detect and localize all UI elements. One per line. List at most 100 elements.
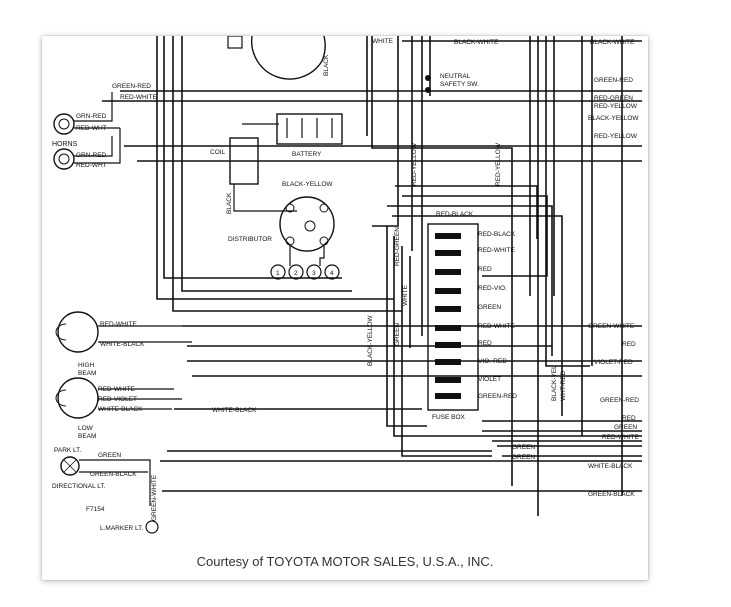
park-lamp <box>60 456 80 476</box>
distributor-terminal: 4 <box>330 270 334 277</box>
battery-area: BATTERY WHITE BLACK-WHITE BLACK <box>227 36 499 158</box>
svg-text:GREEN-RED: GREEN-RED <box>600 397 639 404</box>
fuse-wire-label: RED-WHITE <box>478 247 515 254</box>
distributor: DISTRIBUTOR 1 2 3 4 <box>228 196 340 280</box>
coil: COIL BLACK-YELLOW BLACK <box>210 137 333 214</box>
marker-lamp <box>145 520 159 534</box>
fuse-box-label: FUSE BOX <box>432 414 466 421</box>
svg-text:GREEN-RED: GREEN-RED <box>594 77 633 84</box>
horn-wire-label: RED-WHT <box>76 162 107 169</box>
fuse-wire-label: RED-VIO. <box>478 285 507 292</box>
svg-text:RED: RED <box>622 415 636 422</box>
low-beam-label: LOW <box>78 425 94 432</box>
svg-text:RED-WHITE: RED-WHITE <box>602 434 639 441</box>
svg-text:WHITE-BLACK: WHITE-BLACK <box>98 406 143 413</box>
headlamps: RED-WHITE WHITE-BLACK HIGH BEAM RED-WHIT… <box>55 311 257 440</box>
svg-text:WHITE-BLACK: WHITE-BLACK <box>100 341 145 348</box>
svg-text:RED-VIOLET: RED-VIOLET <box>98 396 137 403</box>
fuse-wire-label: GREEN-RED <box>478 393 517 400</box>
svg-text:RED-GREEN: RED-GREEN <box>594 95 633 102</box>
distributor-terminal: 1 <box>276 270 280 277</box>
svg-text:GREEN: GREEN <box>98 452 121 459</box>
distributor-terminal: 3 <box>312 270 316 277</box>
svg-text:GREEN-WHITE: GREEN-WHITE <box>588 323 635 330</box>
svg-text:RED-WHITE: RED-WHITE <box>98 386 135 393</box>
right-edge-labels: BLACK-WHITE GREEN-RED RED-GREEN RED-YELL… <box>512 39 639 498</box>
horn-wire-label: GRN-RED <box>76 113 107 120</box>
svg-text:RED-YELLOW: RED-YELLOW <box>594 133 638 140</box>
diagram-code: F7154 <box>86 506 105 513</box>
fuse-wire-label: VIOLET <box>478 376 501 383</box>
low-beam-lamp <box>57 377 99 419</box>
svg-text:GREEN: GREEN <box>394 323 401 346</box>
horns-label: HORNS <box>52 141 78 148</box>
wire-label: RED-WHITE <box>120 94 157 101</box>
trunk-wires <box>102 36 642 516</box>
battery-label: BATTERY <box>292 151 322 158</box>
fuse-wire-label: RED-BLACK <box>478 231 516 238</box>
svg-text:RED-GREEN: RED-GREEN <box>394 227 401 266</box>
wire-label: WHITE <box>372 38 394 45</box>
svg-text:RED-YELLOW: RED-YELLOW <box>594 103 638 110</box>
fuse-box-outline <box>427 223 479 411</box>
horn-wire-label: GRN-RED <box>76 152 107 159</box>
battery <box>276 113 343 145</box>
svg-text:RED-WHITE: RED-WHITE <box>100 321 137 328</box>
wire-label: BLACK <box>323 54 330 76</box>
svg-text:GREEN-BLACK: GREEN-BLACK <box>90 471 137 478</box>
svg-text:BLACK-YELLOW: BLACK-YELLOW <box>367 315 374 366</box>
neutral-safety-label: SAFETY SW. <box>440 81 479 88</box>
svg-text:GREEN: GREEN <box>512 444 535 451</box>
svg-text:RED-YELLOW: RED-YELLOW <box>411 142 418 186</box>
svg-text:RED: RED <box>622 341 636 348</box>
distributor-cap <box>279 196 335 252</box>
marker-lt-label: L.MARKER LT. <box>100 525 143 532</box>
park-lamps: PARK LT. GREEN GREEN-BLACK DIRECTIONAL L… <box>52 447 159 534</box>
fuse-wire-label: RED-WHITE <box>478 323 515 330</box>
high-beam-label: HIGH <box>78 362 95 369</box>
low-beam-label: BEAM <box>78 433 96 440</box>
svg-text:BLACK-YEL: BLACK-YEL <box>551 365 558 401</box>
svg-text:RED-YELLOW: RED-YELLOW <box>495 142 502 186</box>
coil-body <box>229 137 259 185</box>
directional-lt-label: DIRECTIONAL LT. <box>52 483 106 490</box>
wire-label: GREEN-RED <box>112 83 151 90</box>
svg-text:VIOLET-RED: VIOLET-RED <box>594 359 633 366</box>
wire-label: BLACK-YELLOW <box>282 181 333 188</box>
wire-label: RED-BLACK <box>436 211 474 218</box>
wire-label: BLACK-WHITE <box>454 39 499 46</box>
distributor-label: DISTRIBUTOR <box>228 236 272 243</box>
coil-label: COIL <box>210 149 226 156</box>
svg-text:WHT-RED: WHT-RED <box>560 370 567 401</box>
image-caption: Courtesy of TOYOTA MOTOR SALES, U.S.A., … <box>196 554 494 569</box>
park-lt-label: PARK LT. <box>54 447 81 454</box>
distributor-terminal: 2 <box>294 270 298 277</box>
svg-text:WHITE-BLACK: WHITE-BLACK <box>588 463 633 470</box>
svg-text:BLACK-WHITE: BLACK-WHITE <box>590 39 635 46</box>
high-beam-label: BEAM <box>78 370 96 377</box>
wire-label: BLACK <box>226 192 233 214</box>
fuse-box: FUSE BOX RED-BLACK RED-WHITE RED RED-VIO… <box>427 211 517 421</box>
fuse-wire-label: RED <box>478 340 492 347</box>
high-beam-lamp <box>57 311 99 353</box>
horns: GRN-RED RED-WHT GRN-RED RED-WHT HORNS <box>52 92 121 170</box>
svg-text:GREEN: GREEN <box>614 424 637 431</box>
svg-text:WHITE: WHITE <box>402 284 409 306</box>
horn-bottom <box>53 148 75 170</box>
fuse-wire-label: RED <box>478 266 492 273</box>
vertical-wire-labels: RED-GREEN RED-YELLOW BLACK-YELLOW GREEN … <box>151 142 567 521</box>
horn-wire-label: RED-WHT <box>76 125 107 132</box>
horn-top <box>53 113 75 135</box>
svg-text:GREEN-BLACK: GREEN-BLACK <box>588 491 635 498</box>
gauge-circle <box>250 36 326 80</box>
svg-text:BLACK-YELLOW: BLACK-YELLOW <box>588 115 639 122</box>
neutral-safety-switch: NEUTRAL SAFETY SW. <box>425 73 479 93</box>
diagram-card: GRN-RED RED-WHT GRN-RED RED-WHT HORNS GR… <box>42 36 648 580</box>
wiring-diagram: GRN-RED RED-WHT GRN-RED RED-WHT HORNS GR… <box>52 36 642 534</box>
svg-text:GREEN-WHITE: GREEN-WHITE <box>151 474 158 521</box>
neutral-safety-label: NEUTRAL <box>440 73 471 80</box>
svg-text:WHITE-BLACK: WHITE-BLACK <box>212 407 257 414</box>
fuse-wire-label: VIO.-RED <box>478 358 507 365</box>
fuse-wire-label: GREEN <box>478 304 501 311</box>
svg-text:GREEN: GREEN <box>512 454 535 461</box>
